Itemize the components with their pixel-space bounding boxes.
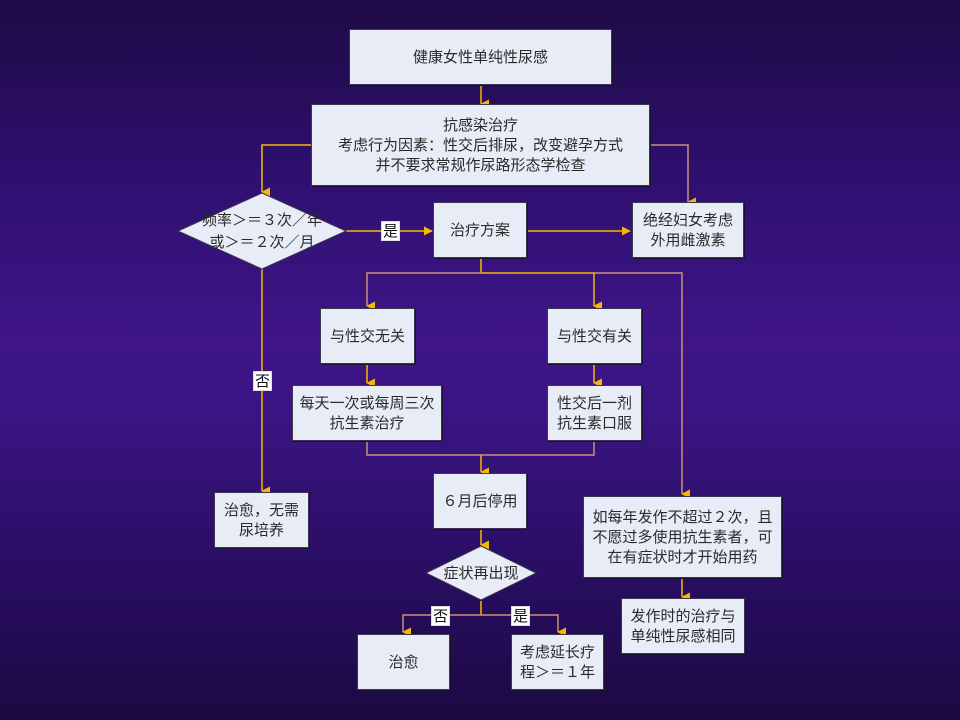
decision-frequency: 频率＞＝３次／年 或＞＝２次／月	[177, 192, 347, 270]
diamond-shape	[425, 545, 537, 601]
edge-symptoms-cured	[402, 614, 481, 637]
edge-plan-bus-left	[366, 272, 481, 311]
node-sex-related: 与性交有关	[547, 308, 642, 364]
edge-merge-bus	[366, 441, 595, 456]
node-start: 健康女性单纯性尿感	[349, 29, 612, 85]
node-daily-or-weekly: 每天一次或每周三次 抗生素治疗	[292, 385, 442, 441]
diamond-shape	[177, 192, 347, 270]
edge-plan-bus-mid	[481, 272, 603, 311]
edge-plan-bus-right	[594, 272, 691, 499]
node-extend-course: 考虑延长疗 程＞＝１年	[511, 634, 604, 690]
node-menopause: 绝经妇女考虑 外用雌激素	[632, 202, 744, 258]
node-treatment: 抗感染治疗 考虑行为因素：性交后排尿，改变避孕方式 并不要求常规作尿路形态学检查	[311, 104, 650, 186]
edge-treatment-menopause	[650, 144, 697, 207]
node-post-coital: 性交后一剂 抗生素口服	[547, 385, 642, 441]
node-cured: 治愈	[357, 634, 450, 690]
decision-symptoms-recur-label: 症状再出现	[443, 564, 519, 582]
edge-symptoms-extend	[481, 614, 567, 637]
edge-treatment-frequency	[261, 144, 312, 197]
node-cured-no-culture: 治愈，无需 尿培养	[214, 492, 309, 548]
node-self-start: 如每年发作不超过２次，且 不愿过多使用抗生素者，可 在有症状时才开始用药	[583, 496, 782, 578]
node-treatment-plan: 治疗方案	[433, 202, 527, 258]
node-not-sex-related: 与性交无关	[320, 308, 415, 364]
edge-label-yes-recur: 是	[511, 606, 531, 626]
decision-frequency-label: 频率＞＝３次／年 或＞＝２次／月	[201, 211, 322, 251]
edge-label-yes-plan: 是	[381, 221, 401, 241]
node-stop-after-6m: ６月后停用	[433, 473, 527, 529]
node-episode-treatment: 发作时的治疗与 单纯性尿感相同	[621, 598, 745, 654]
decision-symptoms-recur: 症状再出现	[425, 545, 537, 601]
edge-label-no-recur: 否	[431, 606, 451, 626]
edge-label-no-cured: 否	[253, 371, 273, 391]
